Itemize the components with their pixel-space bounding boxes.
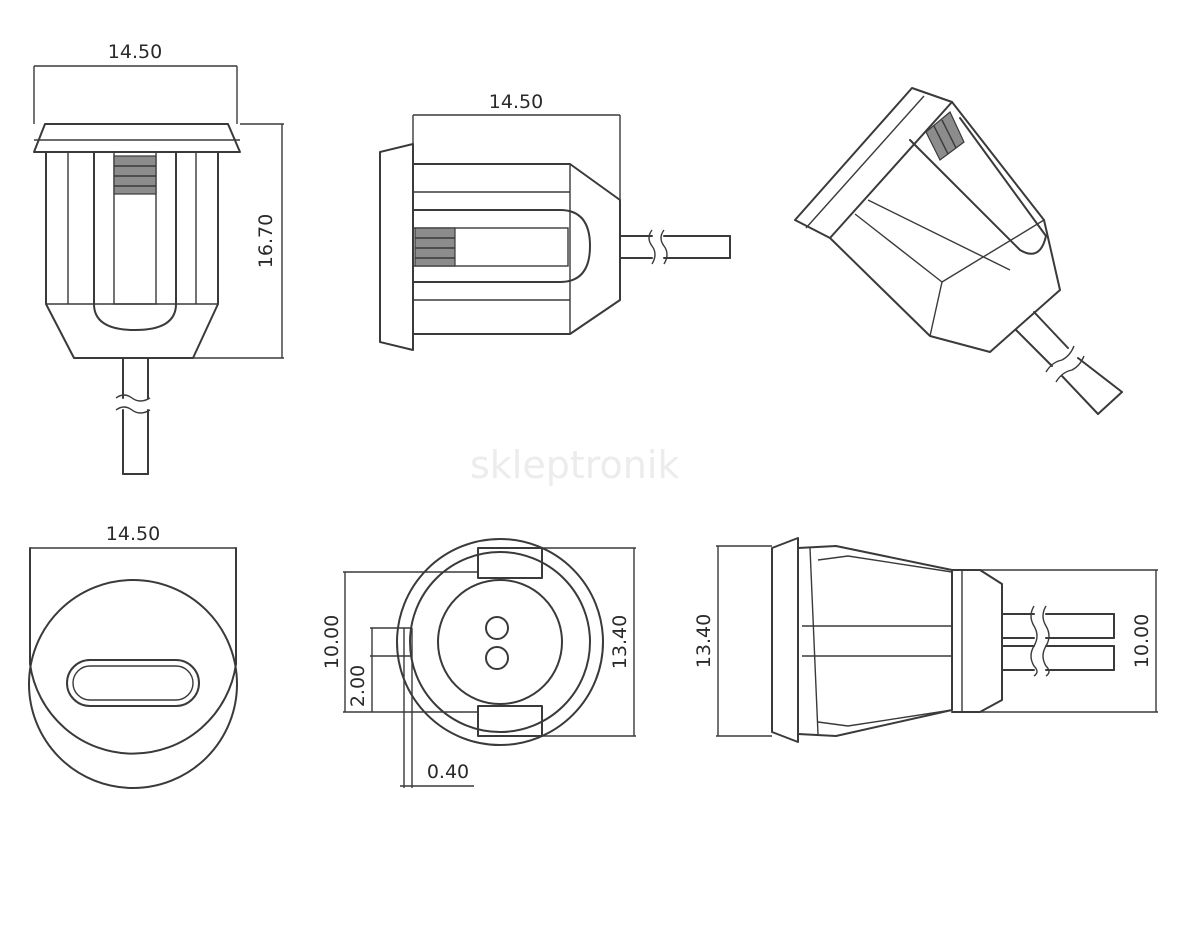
- isometric-view: [794, 87, 1123, 415]
- dim-pin-span: 10.00: [321, 615, 343, 669]
- side-view: 14.50: [379, 91, 731, 351]
- dim-bottom-width: 14.50: [106, 523, 160, 545]
- pin-hole-bottom: [485, 646, 509, 670]
- dim-cable-span: 10.00: [1131, 614, 1153, 668]
- pin-hole-top: [485, 616, 509, 640]
- side-view-2: 13.40 10.00: [693, 537, 1158, 743]
- contact-block: [113, 155, 157, 195]
- top-tab: [477, 547, 543, 579]
- dim-front-height: 16.70: [255, 214, 277, 268]
- usb-c-opening: [72, 665, 194, 701]
- contact-block-iso: [925, 111, 965, 161]
- contact-block-side: [414, 227, 456, 267]
- dim-pin-height: 2.00: [347, 665, 369, 707]
- dim-body-diameter: 13.40: [609, 615, 631, 669]
- rear-view: 13.40 10.00 2.00 0.40: [321, 538, 636, 788]
- dim-front-width: 14.50: [108, 41, 162, 63]
- face-view: 14.50: [28, 523, 238, 789]
- dim-pin-thickness: 0.40: [427, 761, 469, 783]
- watermark: skleptronik: [470, 443, 679, 487]
- dim-side2-height: 13.40: [693, 614, 715, 668]
- dim-side-width: 14.50: [489, 91, 543, 113]
- front-view: 14.50 16.70: [33, 41, 284, 475]
- bottom-tab: [477, 705, 543, 737]
